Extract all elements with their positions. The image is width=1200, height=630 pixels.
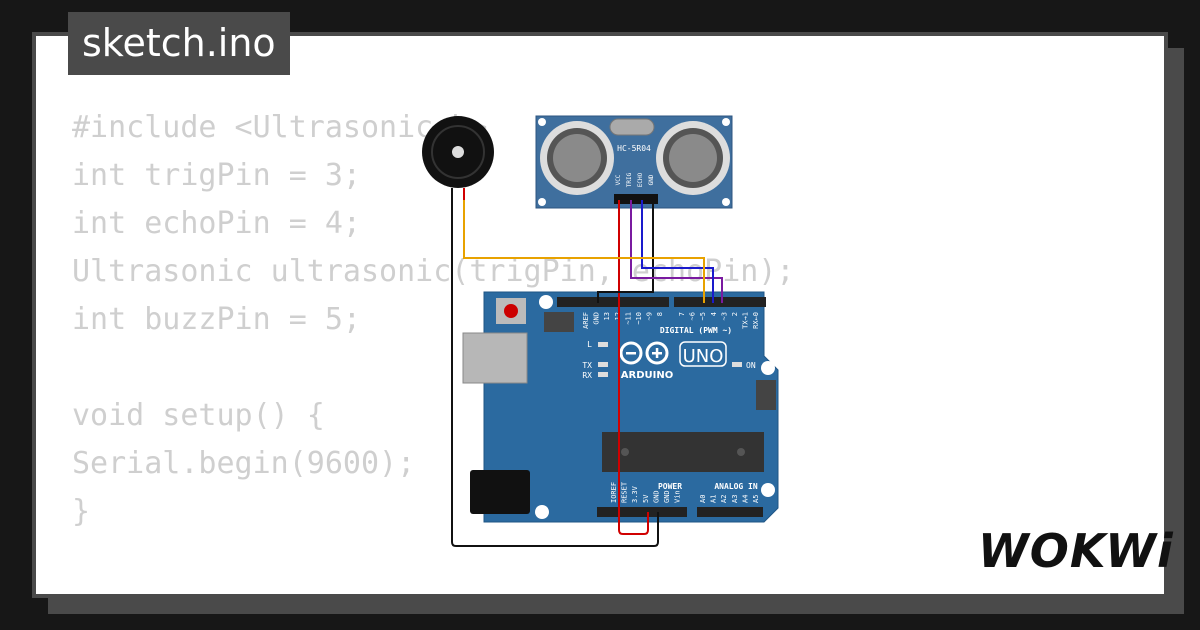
wire-buzzer-gnd[interactable] [451,200,659,547]
analog-pin-label: A4 [741,495,749,503]
file-tab-label: sketch.ino [82,21,276,65]
transducer-left [540,121,614,195]
arduino-uno-board[interactable]: L TX RX ON UNO ARDUINO DIGITAL (PWM ~) P… [462,291,779,523]
mount-hole [761,483,775,497]
digital-header-left [557,297,669,307]
digital-pin-label: ~11 [624,312,632,325]
sensor-pin-trig: TRIG [626,172,633,187]
led-label-l: L [587,340,592,349]
led-label-rx: RX [582,371,592,380]
code-line: int buzzPin = 5; [72,302,361,337]
wire-buzzer-signal[interactable] [463,200,705,303]
digital-pin-label: 7 [678,312,686,316]
analog-header [697,507,763,517]
digital-pin-label: ~3 [720,312,728,320]
digital-pin-label: 13 [603,312,611,320]
digital-label: DIGITAL (PWM ~) [660,326,732,335]
transducer-right [656,121,730,195]
digital-pin-label: 4 [710,312,718,316]
power-pin-label: Vin [674,490,682,503]
mount-hole [761,361,775,375]
board-model: UNO [683,346,724,367]
digital-pin-label: ~5 [699,312,707,320]
wokwi-logo: WOKWi [978,524,1174,578]
code-line: } [72,494,91,529]
icsp-header [544,312,574,332]
digital-pin-label: 12 [614,312,622,320]
digital-header-right [674,297,766,307]
crystal [609,118,655,136]
file-tab[interactable]: sketch.ino [68,12,290,75]
digital-pin-label: GND [593,312,601,325]
power-pin-label: GND [663,490,671,503]
code-line: Ultrasonic ultrasonic(trigPin, echoPin); [72,254,795,289]
buzzer[interactable] [422,116,494,200]
code-line: int trigPin = 3; [72,158,361,193]
code-preview: #include <Ultrasonic.h>int trigPin = 3;i… [72,104,795,594]
wires [451,200,723,547]
power-label: POWER [658,482,682,491]
power-header [597,507,687,517]
digital-pin-label: RX←0 [752,312,760,329]
sensor-pin-vcc: VCC [615,174,622,185]
analog-pin-label: A5 [752,495,760,503]
digital-pin-label: 8 [656,312,664,316]
code-line: void loop() { [72,584,794,594]
analog-pin-label: A0 [699,495,707,503]
reset-button-cap [504,304,518,318]
analog-label: ANALOG IN [714,482,758,491]
wire-trig[interactable] [630,200,723,303]
ultrasonic-sensor[interactable]: HC-5R04 VCC TRIG ECHO GND [535,115,733,209]
code-line: Serial.begin(9600); [72,446,416,481]
power-pin-label: IOREF [610,482,618,503]
mount-hole [539,295,553,309]
analog-pin-label: A1 [710,495,718,503]
code-line: int echoPin = 4; [72,206,361,241]
usb-port [462,332,528,384]
digital-pin-label: ~9 [646,312,654,320]
sensor-model: HC-5R04 [617,144,651,153]
power-jack [470,470,530,514]
digital-pin-label: TX→1 [742,312,750,329]
arduino-infinity-icon [619,341,669,365]
sensor-pin-echo: ECHO [637,172,644,187]
wire-gnd-sensor[interactable] [597,200,654,303]
power-pin-label: GND [652,490,660,503]
wire-vcc[interactable] [618,200,649,535]
power-pin-label: RESET [621,481,629,503]
mount-hole [535,505,549,519]
power-pin-label: 3.3V [631,485,639,503]
digital-pin-label: ~6 [689,312,697,320]
digital-pin-label: ~10 [635,312,643,325]
led-label-tx: TX [582,361,592,370]
sensor-pin-gnd: GND [648,174,655,185]
analog-pin-label: A2 [720,495,728,503]
wire-echo[interactable] [641,200,714,303]
digital-pin-label: 2 [731,312,739,316]
icsp-header [756,380,776,410]
board-brand: ARDUINO [621,370,673,381]
led-label-on: ON [746,361,756,370]
code-line: void setup() { [72,398,325,433]
analog-pin-label: A3 [731,495,739,503]
power-pin-label: 5V [642,494,650,503]
digital-pin-label: AREF [582,312,590,329]
